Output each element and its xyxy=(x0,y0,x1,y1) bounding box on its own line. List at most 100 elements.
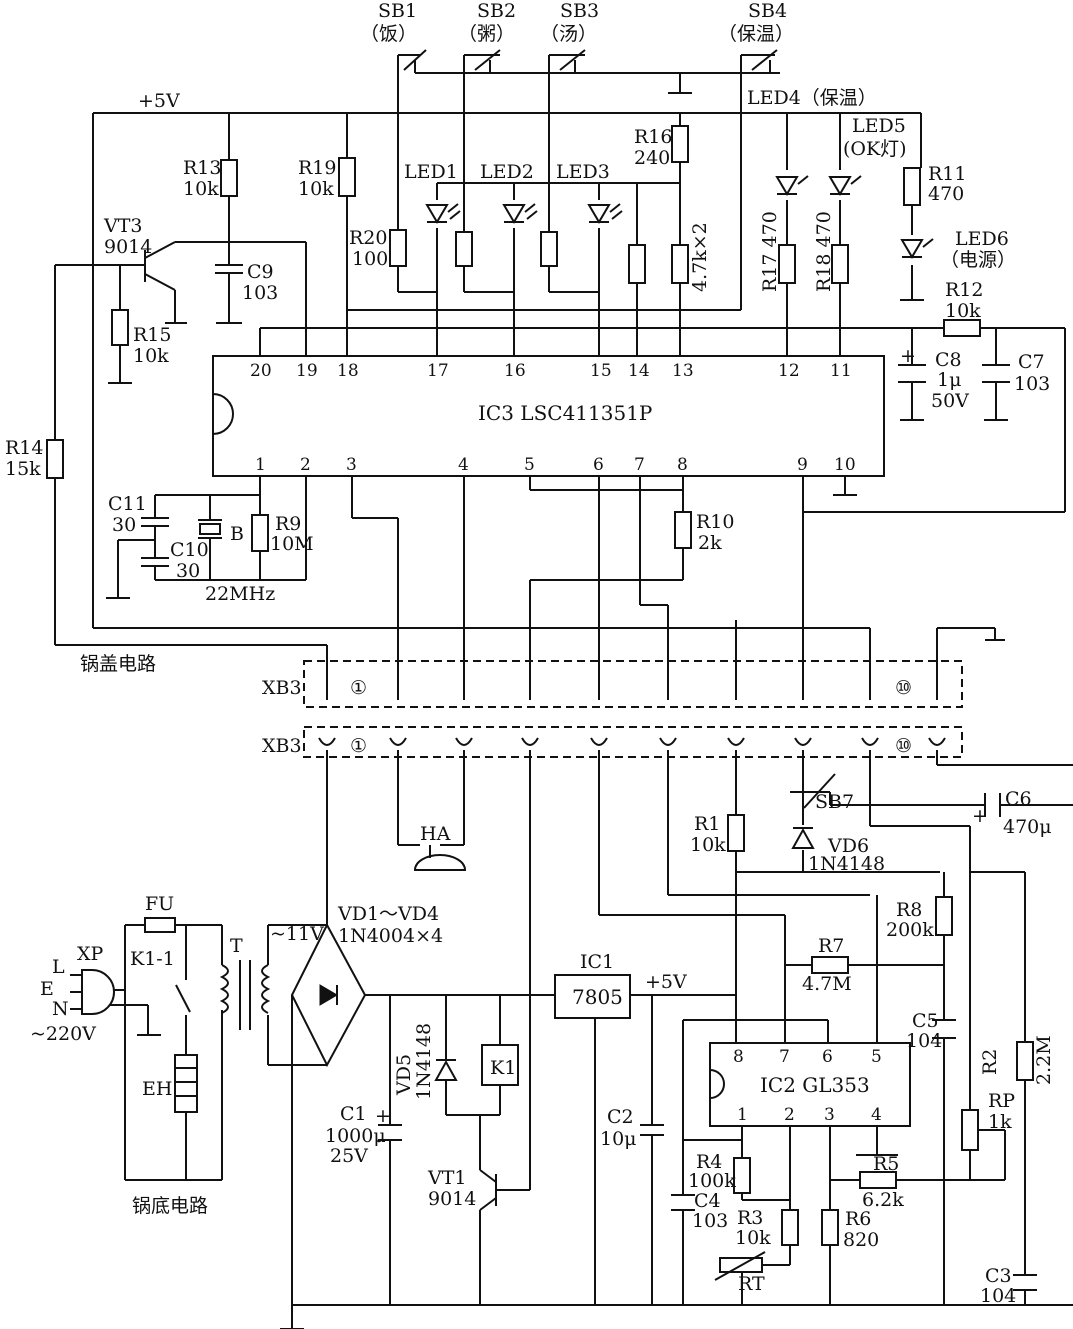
label-r10: R10 xyxy=(696,511,734,533)
label-n: N xyxy=(52,998,69,1020)
label-r11-val: 470 xyxy=(928,183,964,205)
potentiometer-rp xyxy=(961,1109,988,1151)
ic3-pin-label: 12 xyxy=(778,361,800,381)
label-c8-val1: 1μ xyxy=(937,369,961,391)
label-5v-top: +5V xyxy=(138,90,180,112)
label-c10-val: 30 xyxy=(176,560,200,582)
ic3-pin-label: 10 xyxy=(834,455,856,475)
label-led4: LED4（保温） xyxy=(747,87,877,109)
connector-xb3-top xyxy=(303,620,1005,708)
label-sb1-sub: （饭） xyxy=(360,23,417,45)
ic2-pin-label: 4 xyxy=(871,1105,882,1125)
label-vt3-val: 9014 xyxy=(104,236,152,258)
resistor-r14b xyxy=(671,244,689,284)
label-r4k7: 4.7k×2 xyxy=(689,222,711,292)
label-5v-bottom: +5V xyxy=(645,971,687,993)
label-c4-val: 103 xyxy=(692,1210,728,1232)
connector-xb3-bottom xyxy=(303,726,963,758)
svg-text:+: + xyxy=(900,345,916,367)
ic3-pin-label: 11 xyxy=(830,361,852,381)
label-r2-val: 2.2M xyxy=(1033,1035,1055,1085)
label-xp: XP xyxy=(77,943,104,965)
label-k1: K1 xyxy=(490,1057,516,1079)
label-r15: R15 xyxy=(133,324,171,346)
label-r15-val: 10k xyxy=(133,345,169,367)
switch-sb2 xyxy=(464,49,501,73)
ic3-pin-label: 20 xyxy=(250,361,272,381)
resistor-r4 xyxy=(733,1157,751,1194)
resistor-r13 xyxy=(220,159,238,197)
label-base-circuit: 锅底电路 xyxy=(132,1195,208,1217)
label-c8: C8 xyxy=(935,349,962,371)
switch-sb3 xyxy=(549,49,586,73)
transistor-vt1 xyxy=(479,1169,497,1211)
label-c1: C1 xyxy=(340,1103,367,1125)
resistor-r9 xyxy=(251,514,269,552)
label-k1-1: K1-1 xyxy=(130,948,175,970)
ic2-pin-label: 5 xyxy=(871,1047,882,1067)
resistor-r19 xyxy=(338,157,356,197)
plug-xp xyxy=(70,969,115,1015)
led1 xyxy=(425,203,461,224)
capacitor-c1: + xyxy=(375,1105,402,1141)
label-r5: R5 xyxy=(873,1153,899,1175)
label-vd6-val: 1N4148 xyxy=(808,853,885,875)
resistor-r2 xyxy=(1016,1041,1034,1081)
label-t-v: ~11V xyxy=(270,923,324,945)
label-xb3-bottom: XB3 xyxy=(262,735,302,757)
label-led5: LED5 xyxy=(852,115,906,137)
ic3-pin-label: 15 xyxy=(590,361,612,381)
label-pin-first-bottom: ① xyxy=(350,735,367,757)
label-r1: R1 xyxy=(694,813,720,835)
label-pin-last-bottom: ⑩ xyxy=(895,735,912,757)
resistor-r16 xyxy=(671,125,689,163)
svg-text:+: + xyxy=(972,805,988,827)
label-r6: R6 xyxy=(845,1208,871,1230)
label-c9: C9 xyxy=(247,261,274,283)
label-c6: C6 xyxy=(1005,788,1032,810)
capacitor-c4 xyxy=(671,1194,695,1211)
capacitor-c9 xyxy=(215,264,243,298)
label-r20-val: 100 xyxy=(352,248,388,270)
label-r4: R4 xyxy=(696,1151,722,1173)
ic2-chip xyxy=(709,1042,911,1127)
oscillator-network xyxy=(106,494,306,599)
label-r11: R11 xyxy=(928,163,966,185)
label-c8-val2: 50V xyxy=(931,390,969,412)
label-r18: R18 470 xyxy=(813,211,835,292)
label-r19: R19 xyxy=(298,157,336,179)
resistor-r3 xyxy=(781,1209,799,1246)
led3 xyxy=(587,203,623,224)
ic3-pin-label: 13 xyxy=(672,361,694,381)
label-vd5: VD5 xyxy=(393,1054,415,1096)
label-crystal-freq: 22MHz xyxy=(205,583,275,605)
heater-eh xyxy=(174,1054,198,1113)
resistor-r14a xyxy=(628,244,646,284)
label-sb4-sub: （保温） xyxy=(718,23,794,45)
label-rt: RT xyxy=(738,1273,765,1295)
label-rp-val: 1k xyxy=(988,1111,1012,1133)
label-vt1: VT1 xyxy=(427,1167,466,1189)
resistor-r18 xyxy=(831,244,849,284)
label-r20: R20 xyxy=(349,227,387,249)
ic3-pin-label: 1 xyxy=(255,455,266,475)
label-sb7: SB7 xyxy=(815,791,854,813)
label-c1-val2: 25V xyxy=(330,1145,368,1167)
capacitor-c5 xyxy=(932,1019,956,1039)
label-ic1: IC1 xyxy=(580,951,614,973)
label-ic1-val: 7805 xyxy=(572,985,623,1009)
resistor-r12 xyxy=(943,319,981,337)
resistor-r7 xyxy=(811,956,849,974)
label-vt1-val: 9014 xyxy=(428,1188,476,1210)
label-c11-val: 30 xyxy=(112,514,136,536)
label-crystal: B xyxy=(230,523,244,545)
label-r14: R14 xyxy=(5,437,43,459)
resistor-r6 xyxy=(821,1209,839,1246)
label-r12-val: 10k xyxy=(945,300,981,322)
labels: SB1 （饭） SB2 （粥） SB3 （汤） SB4 （保温） +5V R13… xyxy=(5,0,1055,1307)
label-lid-circuit: 锅盖电路 xyxy=(80,653,156,675)
led6 xyxy=(900,238,934,259)
led2 xyxy=(502,203,538,224)
thermistor-rt xyxy=(714,1251,766,1281)
label-sb2-sub: （粥） xyxy=(458,23,515,45)
